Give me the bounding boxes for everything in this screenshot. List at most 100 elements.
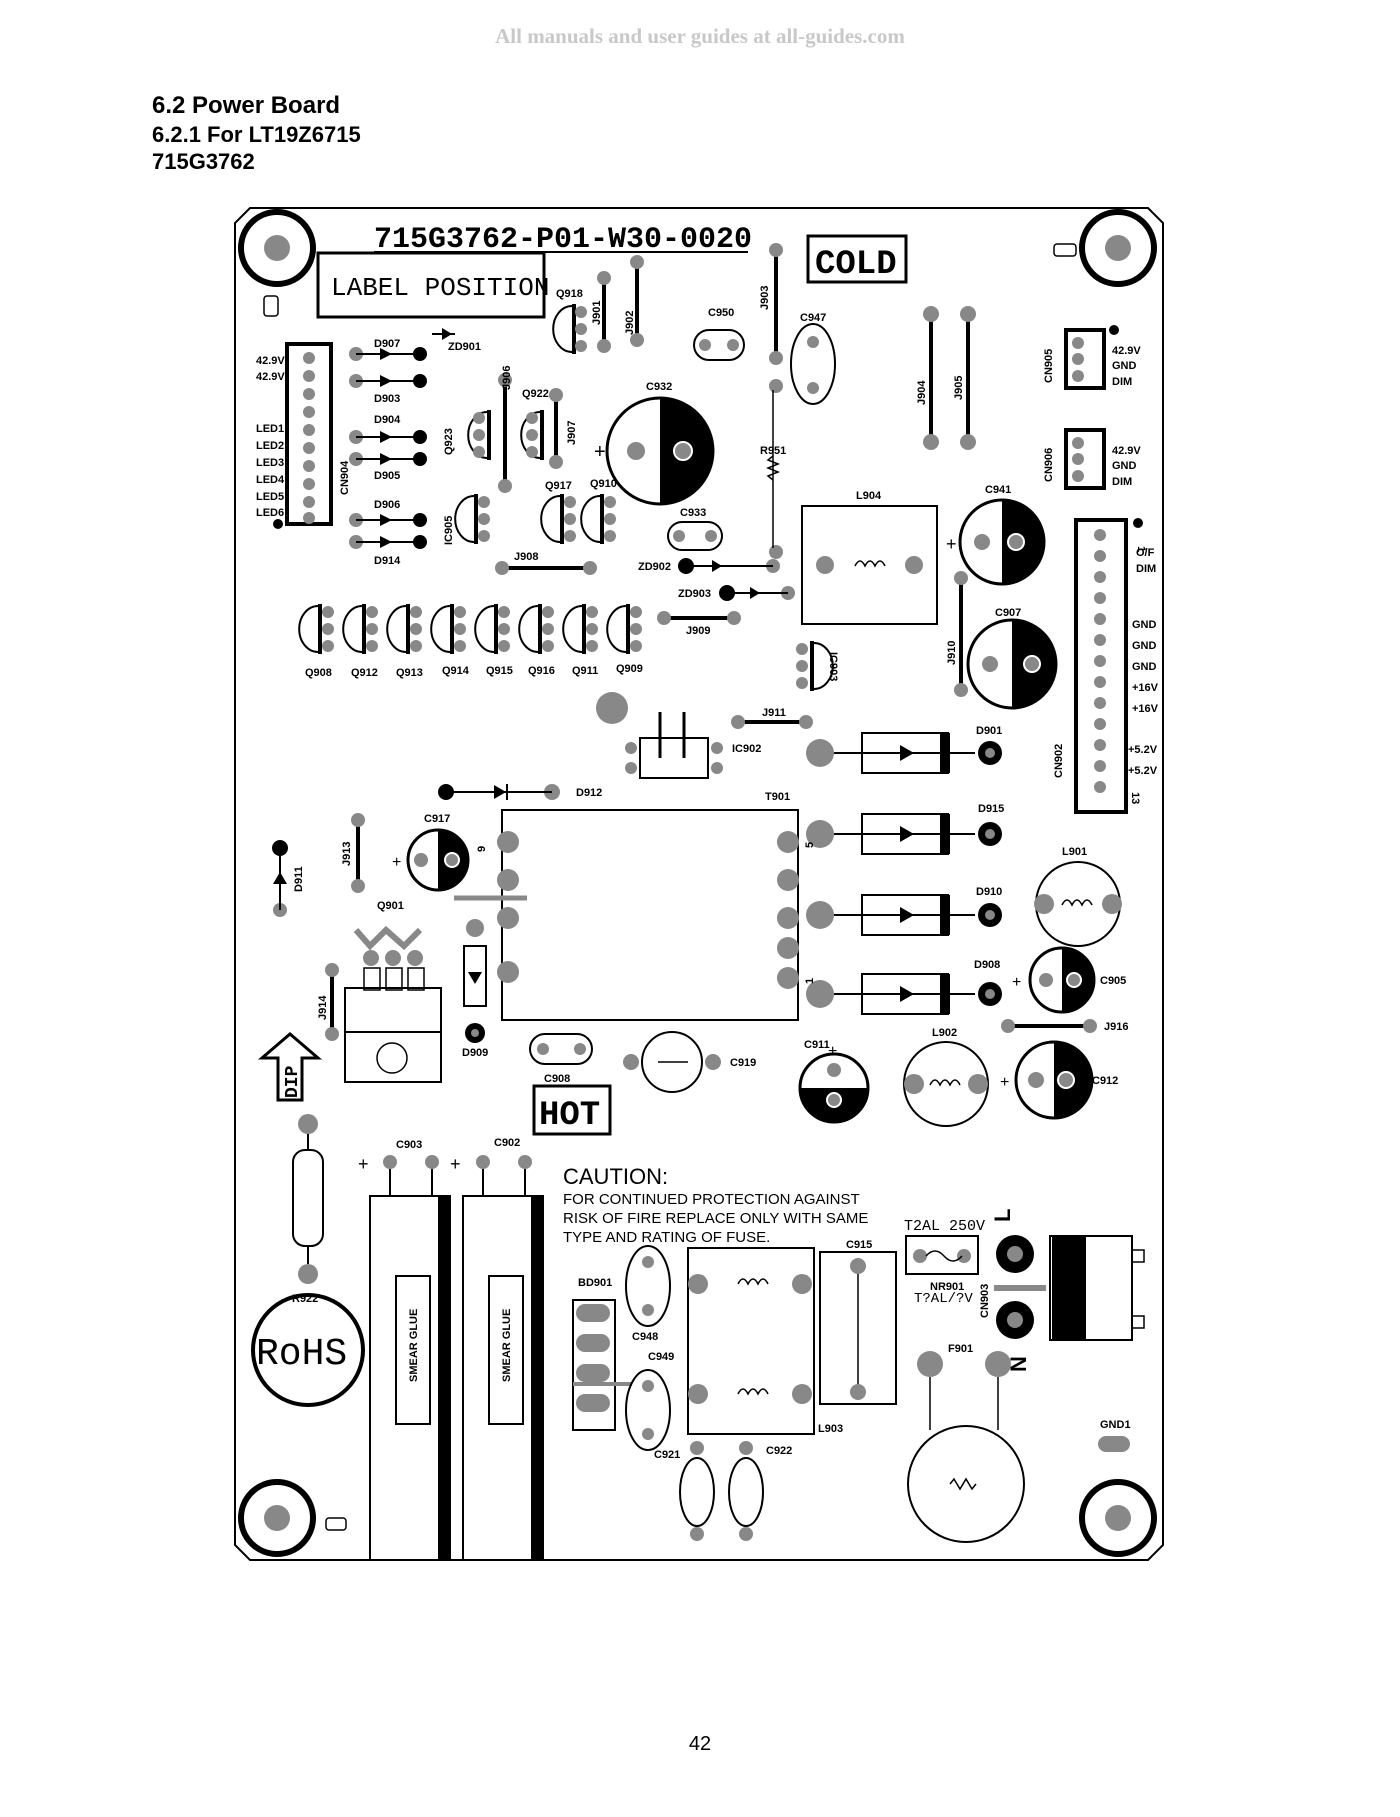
q923 (467, 410, 491, 460)
ref-cn904: CN904 (339, 460, 351, 495)
svg-text:+: + (392, 854, 401, 871)
ref-nr901: F901 (948, 1343, 973, 1355)
ref-c932: C932 (646, 381, 672, 393)
svg-text:+: + (946, 534, 957, 554)
cn904-pin-3: LED1 (256, 423, 284, 435)
ref-f901: NR901 (930, 1281, 964, 1293)
ref-c915: C915 (846, 1239, 872, 1251)
label-position: LABEL POSITION (331, 273, 549, 303)
c915 (819, 1251, 897, 1405)
ref-j909: J909 (686, 625, 710, 637)
rohs-label: RoHS (256, 1333, 347, 1376)
cn903-connector (994, 1235, 1145, 1341)
output-diodes (806, 732, 1002, 1015)
part-number-heading: 715G3762 (152, 149, 255, 174)
neutral-terminal-label: N (1006, 1356, 1031, 1372)
ic905 (454, 494, 490, 544)
dip-label: DIP (283, 1065, 303, 1098)
ref-j902: J902 (624, 311, 636, 335)
cn904-pin-2: 42.9V (256, 371, 285, 383)
ref-d905: D905 (374, 470, 400, 482)
ref-c947: C947 (800, 312, 826, 324)
mounting-holes (238, 209, 1157, 1557)
ref-bd901: BD901 (578, 1277, 612, 1289)
ref-q914: Q914 (442, 665, 470, 677)
ref-j903: J903 (759, 286, 771, 310)
rohs-badge (251, 1293, 365, 1407)
ref-c907: C907 (995, 607, 1021, 619)
c947 (790, 323, 836, 405)
f901-fuse (905, 1235, 979, 1275)
line-terminal-label: L (990, 1209, 1015, 1222)
ref-j901: J901 (591, 301, 603, 325)
cn904-pin-7: LED5 (256, 491, 284, 503)
ref-c921: C921 (654, 1449, 680, 1461)
cn906-pin-2: GND (1112, 460, 1137, 472)
ref-j905: J905 (953, 376, 965, 400)
ref-cn903: CN903 (979, 1284, 991, 1318)
cn904-pin-5: LED3 (256, 457, 284, 469)
ref-ic902: IC902 (732, 743, 761, 755)
ref-c902: C902 (494, 1137, 520, 1149)
q917 (540, 494, 576, 544)
q901 (344, 925, 442, 1083)
ref-d910: D910 (976, 886, 1002, 898)
l902 (903, 1041, 989, 1127)
ref-j908: J908 (514, 551, 538, 563)
c932: + (594, 396, 715, 506)
cold-box (806, 234, 908, 284)
svg-text:+: + (358, 1154, 369, 1174)
watermark: All manuals and user guides at all-guide… (495, 24, 905, 48)
ref-j911: J911 (762, 707, 786, 719)
cn902-connector (1074, 518, 1128, 814)
dip-arrow (257, 1032, 323, 1102)
cn902-pin-of: O/F (1136, 547, 1155, 559)
subsection-title: 6.2.1 For LT19Z6715 (152, 122, 361, 147)
ref-d906: D906 (374, 499, 400, 511)
ref-q922: Q922 (522, 388, 549, 400)
ref-q909: Q909 (616, 663, 643, 675)
ic903 (796, 641, 834, 691)
ref-j913: J913 (341, 842, 353, 866)
board-outline (234, 207, 1164, 1561)
bd901 (572, 1299, 632, 1431)
ic902 (625, 712, 723, 779)
fuse-rating: T2AL 250V (904, 1218, 985, 1235)
ref-c917: C917 (424, 813, 450, 825)
ref-q923: Q923 (443, 428, 455, 455)
ref-c933: C933 (680, 507, 706, 519)
c950 (693, 329, 745, 361)
ref-d904: D904 (374, 414, 401, 426)
ref-d914: D914 (374, 555, 401, 567)
t901-pin-1: 1 (804, 978, 816, 984)
ref-c912: C912 (1092, 1075, 1118, 1087)
ref-gnd1: GND1 (1100, 1419, 1131, 1431)
ref-q917: Q917 (545, 480, 572, 492)
ref-c905: C905 (1100, 975, 1126, 987)
ref-d907: D907 (374, 338, 400, 350)
cn905-pin-3: DIM (1112, 376, 1132, 388)
ref-c948: C948 (632, 1331, 658, 1343)
cn902-pin-16v1: +16V (1132, 682, 1159, 694)
q918 (552, 304, 587, 354)
ref-q913: Q913 (396, 667, 423, 679)
cn902-pin-52v2: +5.2V (1128, 765, 1158, 777)
ref-q910: Q910 (590, 478, 617, 490)
ref-q916: Q916 (528, 665, 555, 677)
ref-d909: D909 (462, 1047, 488, 1059)
svg-text:+: + (1000, 1074, 1009, 1091)
cn902-pin-number-1: 1 (1135, 546, 1147, 552)
caution-line-2: RISK OF FIRE REPLACE ONLY WITH SAME (563, 1210, 868, 1227)
transistor-row (298, 604, 642, 654)
ref-cn905: CN905 (1043, 349, 1055, 383)
ref-j914: J914 (317, 995, 329, 1020)
cn902-pin-gnd2: GND (1132, 640, 1157, 652)
ref-t901: T901 (765, 791, 790, 803)
cn902-pin-52v1: +5.2V (1128, 744, 1158, 756)
cn902-pin-gnd3: GND (1132, 661, 1157, 673)
c908 (529, 1033, 593, 1065)
c905: + (1012, 946, 1096, 1014)
c941: + (946, 498, 1046, 586)
svg-text:+: + (1012, 974, 1021, 991)
ref-c949: C949 (648, 1351, 674, 1363)
